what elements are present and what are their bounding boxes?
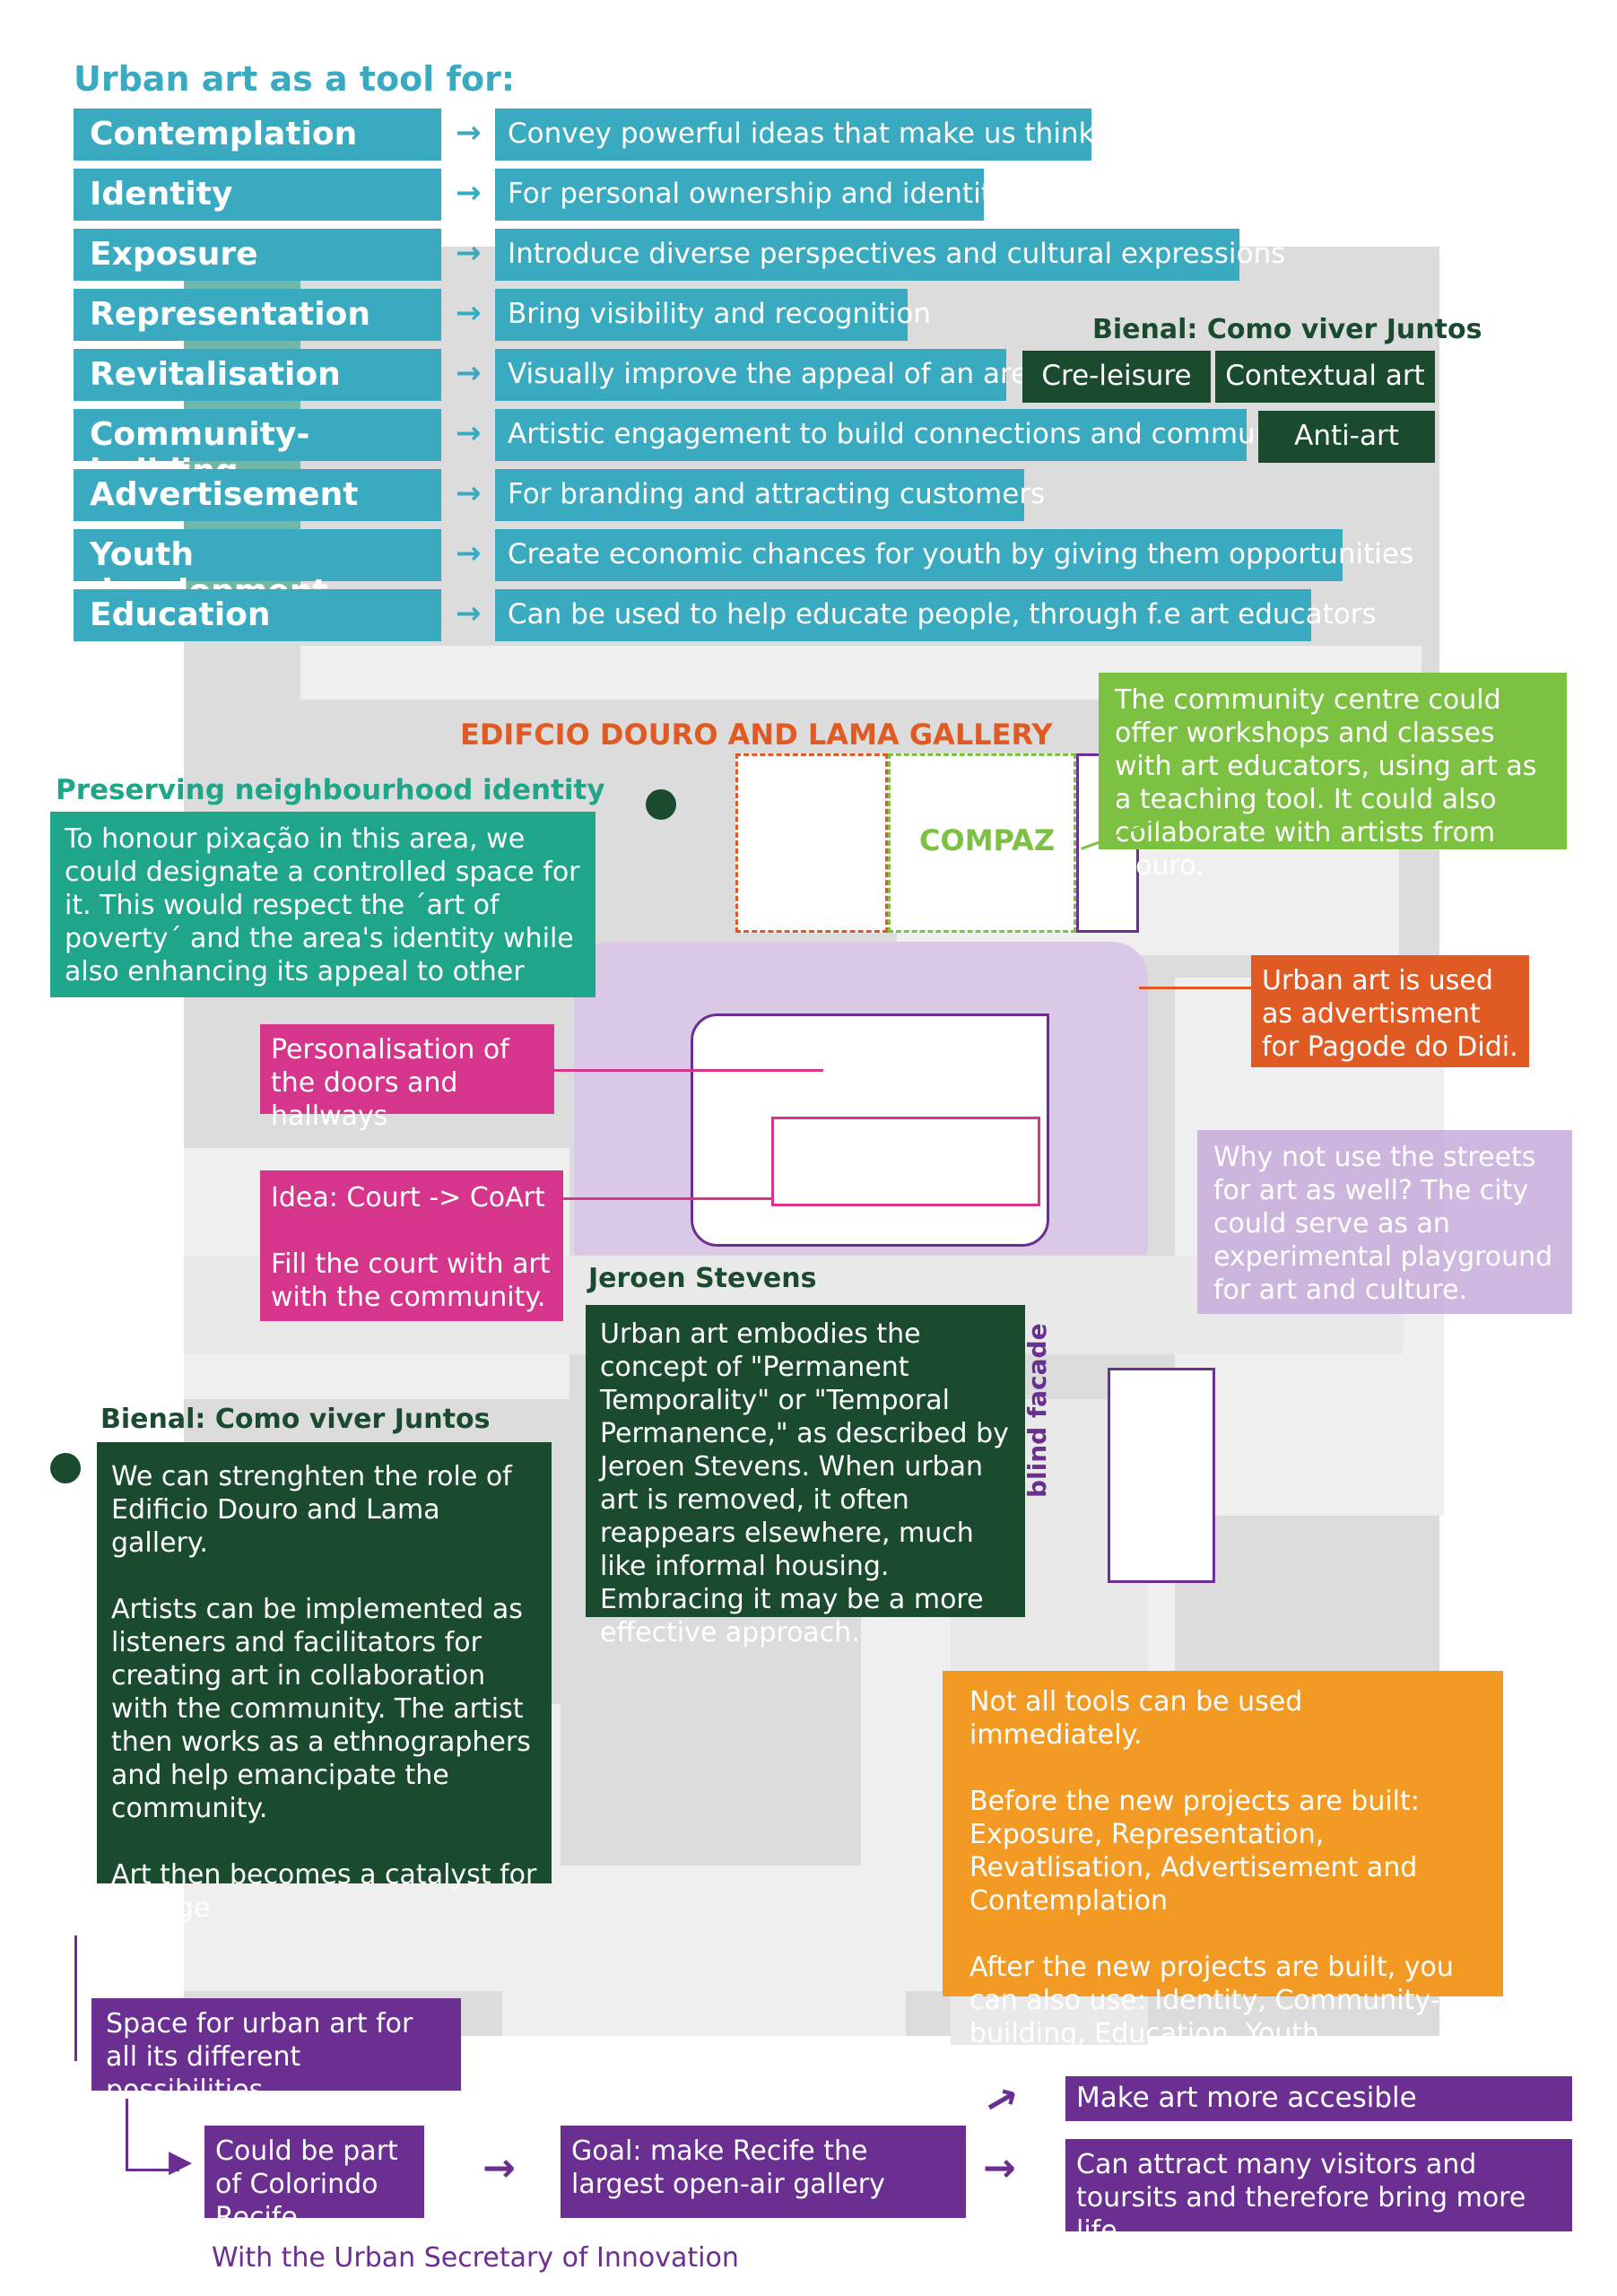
tag-contextual-art: Contextual art (1215, 351, 1435, 403)
arrow-right-icon: ▶ (169, 2144, 193, 2179)
arrow-right-icon: → (456, 415, 482, 451)
tool-name: Revitalisation (74, 349, 441, 401)
page-title: Urban art as a tool for: (74, 59, 516, 99)
arrow-right-icon: → (456, 115, 482, 151)
arrow-right-icon: → (482, 2145, 516, 2191)
arrow-right-icon: → (456, 596, 482, 631)
edificio-label: EDIFCIO DOURO AND LAMA GALLERY (460, 718, 1053, 752)
court-box: Idea: Court -> CoArt Fill the court with… (260, 1170, 563, 1321)
connector-line (563, 1197, 771, 1200)
bienal-bottom-title: Bienal: Como viver Juntos (100, 1404, 491, 1435)
tree-icon (646, 789, 676, 820)
community-centre-box: The community centre could offer worksho… (1099, 673, 1567, 882)
tool-description: For personal ownership and identity (495, 169, 1008, 221)
blind-facade-label: blind facade (1022, 1323, 1052, 1498)
streets-box: Why not use the streets for art as well?… (1197, 1130, 1572, 1314)
tool-name: Identity (74, 169, 441, 221)
flow-goal-box: Goal: make Recife the largest open-air g… (561, 2126, 966, 2218)
court-outline (771, 1117, 1040, 1206)
jeroen-title: Jeroen Stevens (588, 1263, 817, 1294)
flow-connector (126, 2099, 128, 2170)
tag-anti-art: Anti-art (1258, 411, 1435, 463)
tool-name: Representation (74, 289, 441, 341)
arrow-right-icon: → (456, 295, 482, 331)
personalisation-box: Personalisation of the doors and hallway… (260, 1024, 554, 1132)
compaz-label: COMPAZ (919, 823, 1056, 857)
map-block (502, 1866, 906, 2036)
preserving-box: To honour pixação in this area, we could… (50, 812, 596, 1021)
arrow-right-icon: → (456, 235, 482, 271)
arrow-right-icon: → (456, 475, 482, 511)
edificio-building (735, 753, 888, 933)
flow-colorindo-box: Could be part of Colorindo Recife (204, 2126, 424, 2233)
tool-description: Create economic chances for youth by giv… (495, 529, 1413, 581)
connector-line (554, 1069, 823, 1072)
flow-vertical-line (74, 1935, 77, 2061)
tag-cre-leisure: Cre-leisure (1022, 351, 1211, 403)
tool-name: Contemplation (74, 109, 441, 161)
flow-secretary-text: With the Urban Secretary of Innovation (212, 2242, 739, 2274)
arrow-right-icon: → (456, 175, 482, 211)
connector-line (1139, 987, 1251, 989)
compaz-building (888, 753, 1076, 933)
bienal-top-title: Bienal: Como viver Juntos (1092, 314, 1482, 345)
tool-description: Can be used to help educate people, thro… (495, 589, 1377, 641)
tool-description: Convey powerful ideas that make us think (495, 109, 1095, 161)
tool-name: Youth development (74, 529, 441, 610)
arrow-right-icon: → (456, 535, 482, 571)
arrow-right-icon: → (983, 2145, 1016, 2191)
jeroen-box: Urban art embodies the concept of "Perma… (586, 1305, 1025, 1648)
tree-icon (50, 1453, 81, 1483)
tool-name: Exposure (74, 229, 441, 281)
preserving-title: Preserving neighbourhood identity (56, 774, 605, 806)
flow-visitors-box: Can attract many visitors and toursits a… (1065, 2139, 1572, 2247)
flow-space-box: Space for urban art for all its differen… (91, 1998, 461, 2106)
tool-description: Bring visibility and recognition (495, 289, 931, 341)
flow-connector (126, 2169, 179, 2171)
tool-name: Community-building (74, 409, 441, 490)
tool-description: Artistic engagement to build connections… (495, 409, 1308, 461)
tool-description: Introduce diverse perspectives and cultu… (495, 229, 1285, 281)
tool-description: For branding and attracting customers (495, 469, 1045, 521)
tool-name: Education (74, 589, 441, 641)
bienal-bottom-box: We can strenghten the role of Edificio D… (97, 1442, 552, 1924)
flow-accessible-box: Make art more accesible (1065, 2076, 1572, 2121)
blind-facade-building (1108, 1368, 1215, 1583)
pagode-box: Urban art is used as advertisment for Pa… (1251, 955, 1529, 1067)
not-all-tools-box: Not all tools can be used immediately. B… (943, 1671, 1503, 2083)
arrow-right-icon: → (456, 355, 482, 391)
tool-name: Advertisement (74, 469, 441, 521)
tool-description: Visually improve the appeal of an area (495, 349, 1045, 401)
